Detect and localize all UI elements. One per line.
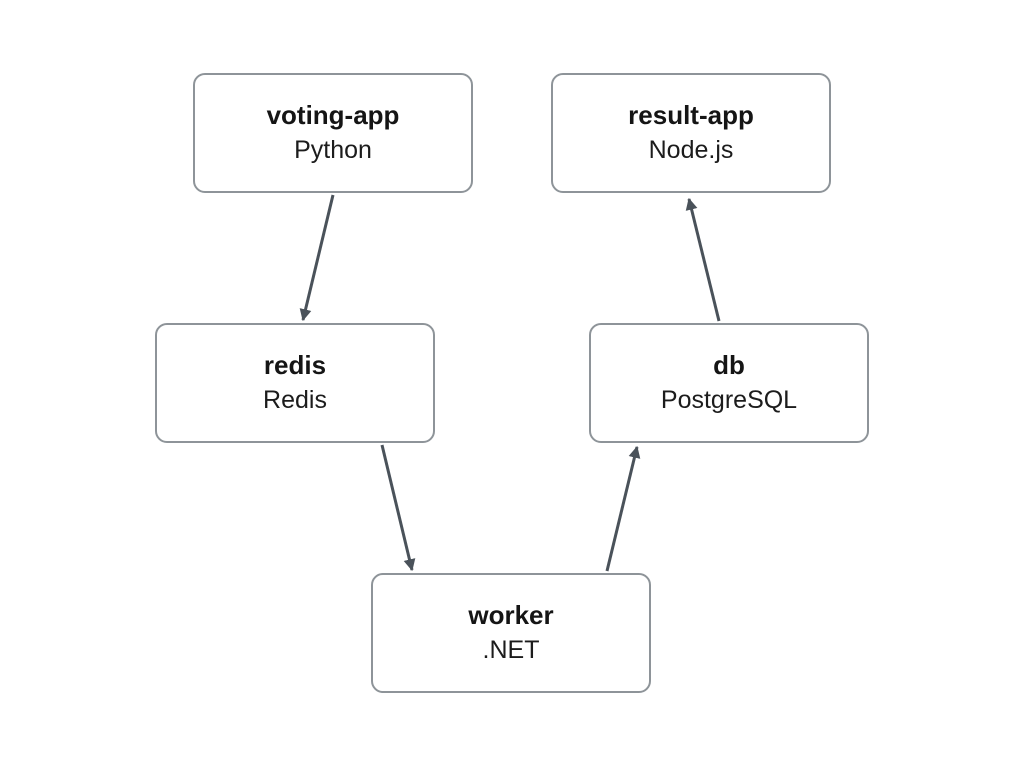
node-voting-app: voting-app Python bbox=[193, 73, 473, 193]
node-voting-app-name: voting-app bbox=[266, 100, 400, 130]
node-redis: redis Redis bbox=[155, 323, 435, 443]
node-result-app-tech: Node.js bbox=[648, 136, 734, 164]
edge-db-to-resultapp bbox=[685, 197, 721, 322]
node-db-tech: PostgreSQL bbox=[660, 386, 798, 414]
node-result-app: result-app Node.js bbox=[551, 73, 831, 193]
node-worker-tech: .NET bbox=[482, 636, 540, 664]
node-voting-app-tech: Python bbox=[294, 136, 372, 164]
node-worker-name: worker bbox=[468, 600, 554, 630]
node-redis-tech: Redis bbox=[263, 386, 327, 414]
edge-votingapp-to-redis bbox=[299, 194, 335, 322]
node-result-app-name: result-app bbox=[628, 100, 754, 130]
node-db: db PostgreSQL bbox=[589, 323, 869, 443]
node-worker: worker .NET bbox=[371, 573, 651, 693]
edge-redis-to-worker bbox=[380, 444, 416, 572]
node-redis-name: redis bbox=[263, 350, 327, 380]
edge-worker-to-db bbox=[605, 445, 641, 572]
node-db-name: db bbox=[713, 350, 745, 380]
